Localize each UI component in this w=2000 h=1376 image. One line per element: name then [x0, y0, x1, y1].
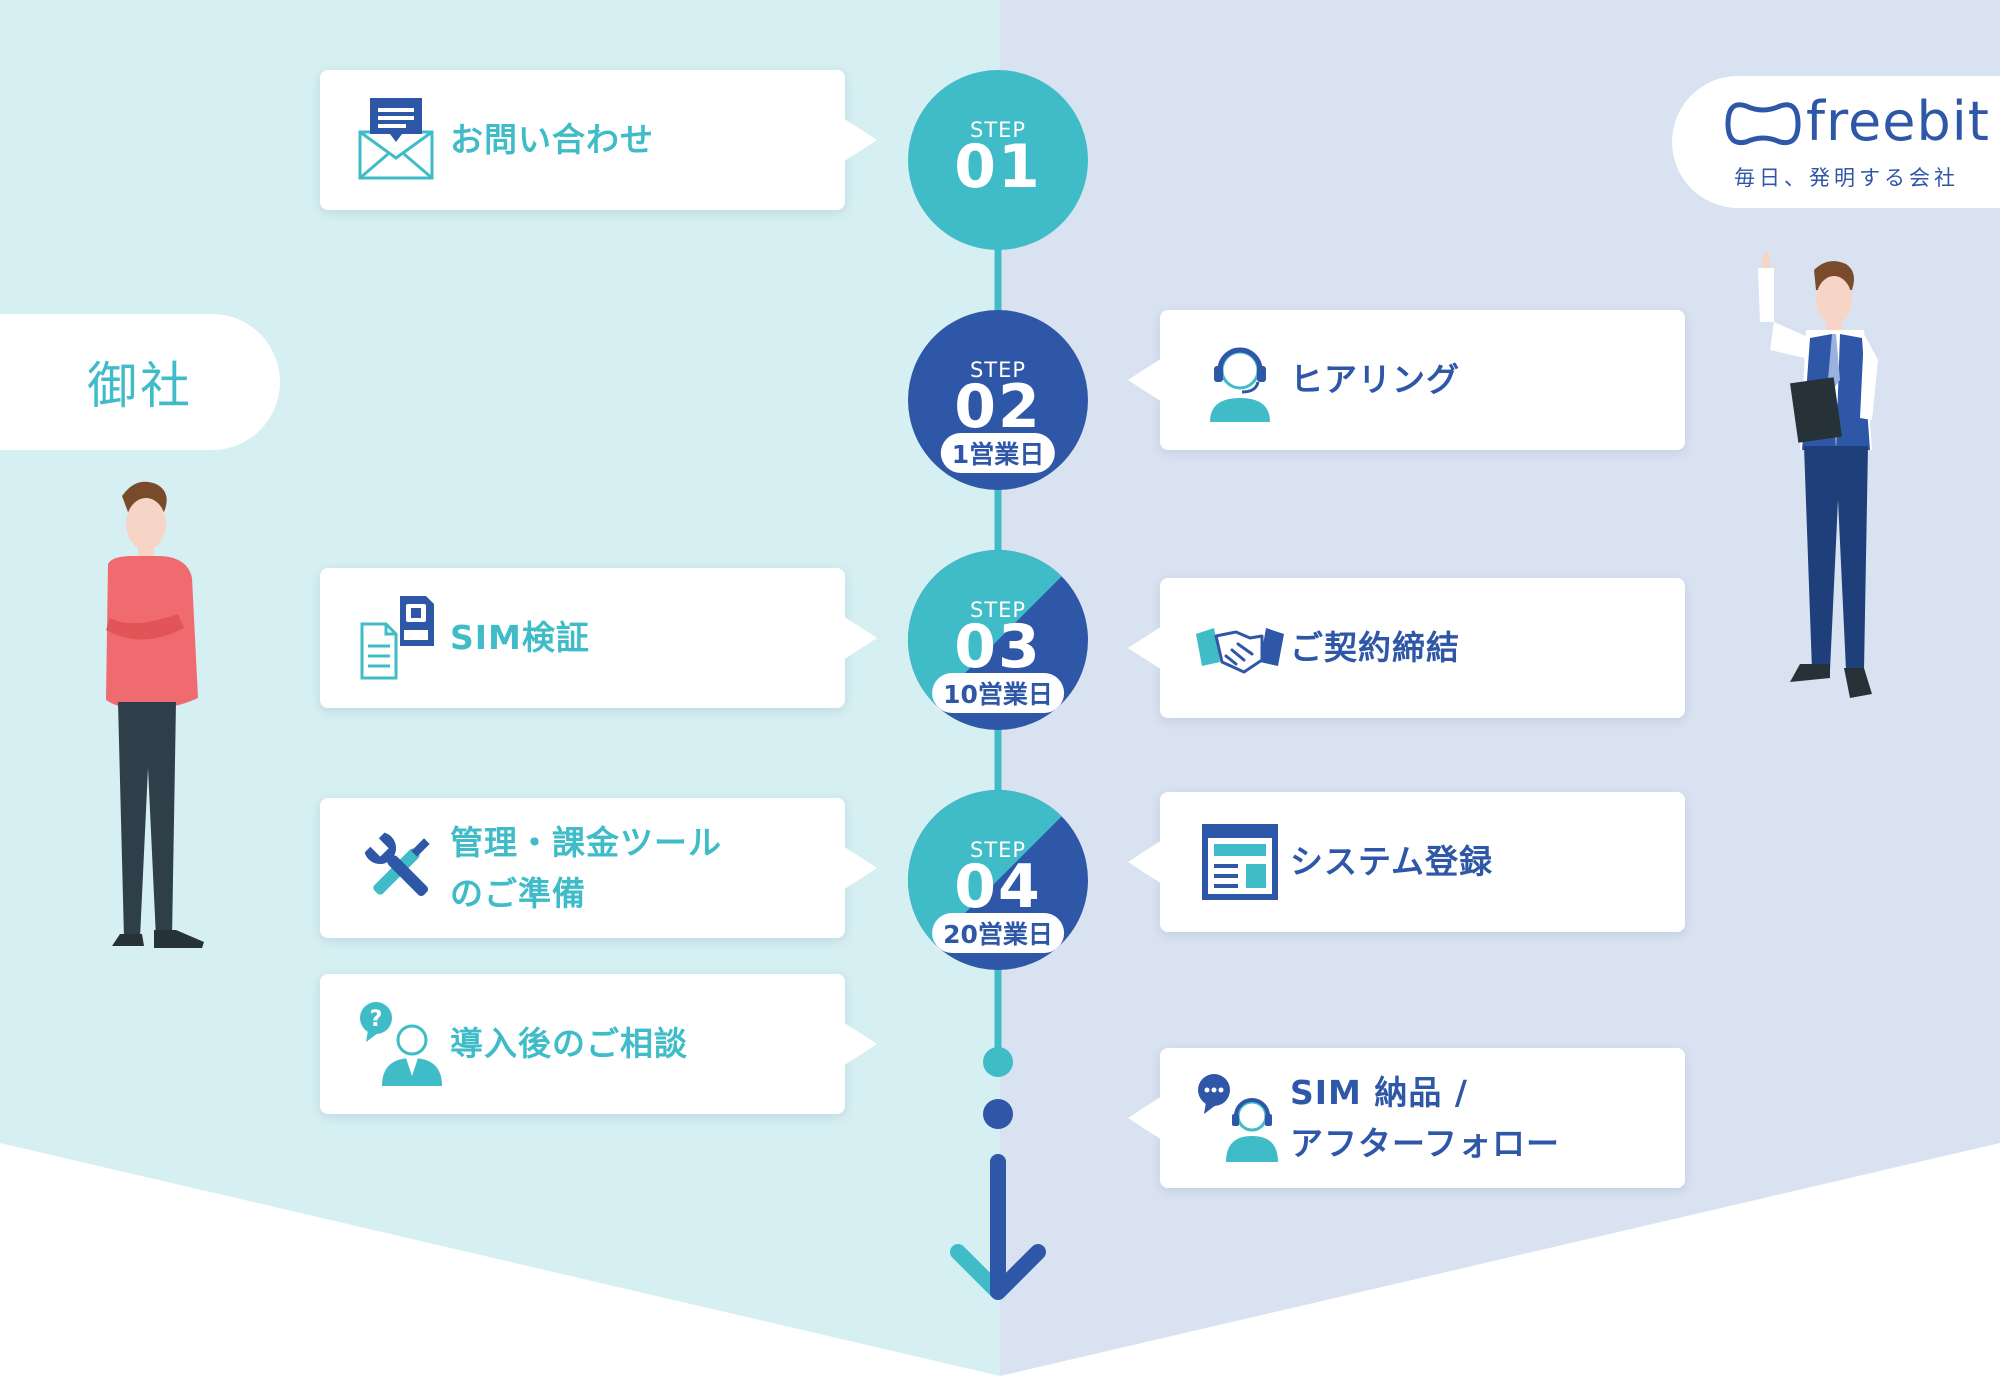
customer-task-tools: 管理・課金ツール のご準備	[320, 798, 845, 938]
customer-task-label: 導入後のご相談	[450, 974, 829, 1114]
company-task-contract: ご契約締結	[1160, 578, 1685, 718]
consult-icon: ?	[360, 1002, 442, 1086]
customer-task-label: SIM検証	[450, 568, 829, 708]
company-logo: freebit 毎日、発明する会社	[1672, 76, 2000, 208]
tools-icon	[364, 832, 430, 897]
company-task-system: システム登録	[1160, 792, 1685, 932]
customer-label: 御社	[0, 314, 280, 450]
timeline-dot-teal	[983, 1047, 1013, 1077]
step-03-number: 03	[954, 612, 1042, 682]
label-line: お問い合わせ	[450, 120, 654, 160]
label-line: のご準備	[450, 874, 586, 913]
company-brand: freebit	[1806, 90, 1990, 153]
svg-text:?: ?	[370, 1007, 383, 1032]
step-04-days: 20営業日	[932, 913, 1064, 953]
company-tagline: 毎日、発明する会社	[1734, 166, 1959, 190]
support-chat-icon	[1198, 1074, 1278, 1162]
label-line: SIM検証	[450, 618, 590, 658]
customer-person-illustration	[106, 481, 204, 948]
customer-task-sim-test: SIM検証	[320, 568, 845, 708]
customer-task-label: 管理・課金ツール のご準備	[450, 798, 829, 938]
company-task-delivery: SIM 納品 / アフターフォロー	[1160, 1048, 1685, 1188]
step-01-number: 01	[954, 132, 1042, 202]
step-01-word: STEP	[969, 118, 1027, 142]
label-line: アフターフォロー	[1290, 1124, 1561, 1163]
cloud-logo-icon	[1725, 102, 1801, 146]
timeline-dot-navy	[983, 1099, 1013, 1129]
company-rep-illustration	[1758, 250, 1878, 698]
label-line: システム登録	[1290, 842, 1494, 882]
step-04-word: STEP	[969, 838, 1027, 862]
down-arrow-icon	[950, 1154, 1046, 1300]
step-04-number: 04	[954, 852, 1042, 922]
step-04-circle: STEP 04 20営業日	[908, 790, 1088, 970]
company-task-label: ヒアリング	[1290, 310, 1669, 450]
system-window-icon	[1202, 824, 1278, 900]
label-line: 管理・課金ツール	[450, 822, 722, 862]
handshake-icon	[1196, 628, 1284, 674]
customer-task-inquiry: お問い合わせ	[320, 70, 845, 210]
customer-task-label: お問い合わせ	[450, 70, 829, 210]
label-line: ご契約締結	[1290, 628, 1460, 668]
headset-operator-icon	[1210, 347, 1270, 422]
label-line: ヒアリング	[1290, 360, 1460, 400]
step-01-circle: STEP 01	[908, 70, 1088, 250]
step-03-days: 10営業日	[932, 673, 1064, 713]
step-03-word: STEP	[969, 598, 1027, 622]
company-task-label: SIM 納品 / アフターフォロー	[1290, 1048, 1669, 1188]
customer-task-consult: ? 導入後のご相談	[320, 974, 845, 1114]
mail-icon	[358, 98, 434, 180]
step-02-number: 02	[954, 372, 1042, 442]
step-03-circle: STEP 03 10営業日	[908, 550, 1088, 730]
company-task-label: ご契約締結	[1290, 578, 1669, 718]
sim-card-icon	[360, 596, 434, 680]
company-task-label: システム登録	[1290, 792, 1669, 932]
customer-label-text: 御社	[87, 357, 193, 415]
step-02-word: STEP	[969, 358, 1027, 382]
step-02-days: 1営業日	[940, 433, 1056, 473]
step-02-circle: STEP 02 1営業日	[908, 310, 1088, 490]
label-line: SIM 納品 /	[1290, 1072, 1468, 1112]
label-line: 導入後のご相談	[450, 1024, 688, 1064]
company-task-hearing: ヒアリング	[1160, 310, 1685, 450]
